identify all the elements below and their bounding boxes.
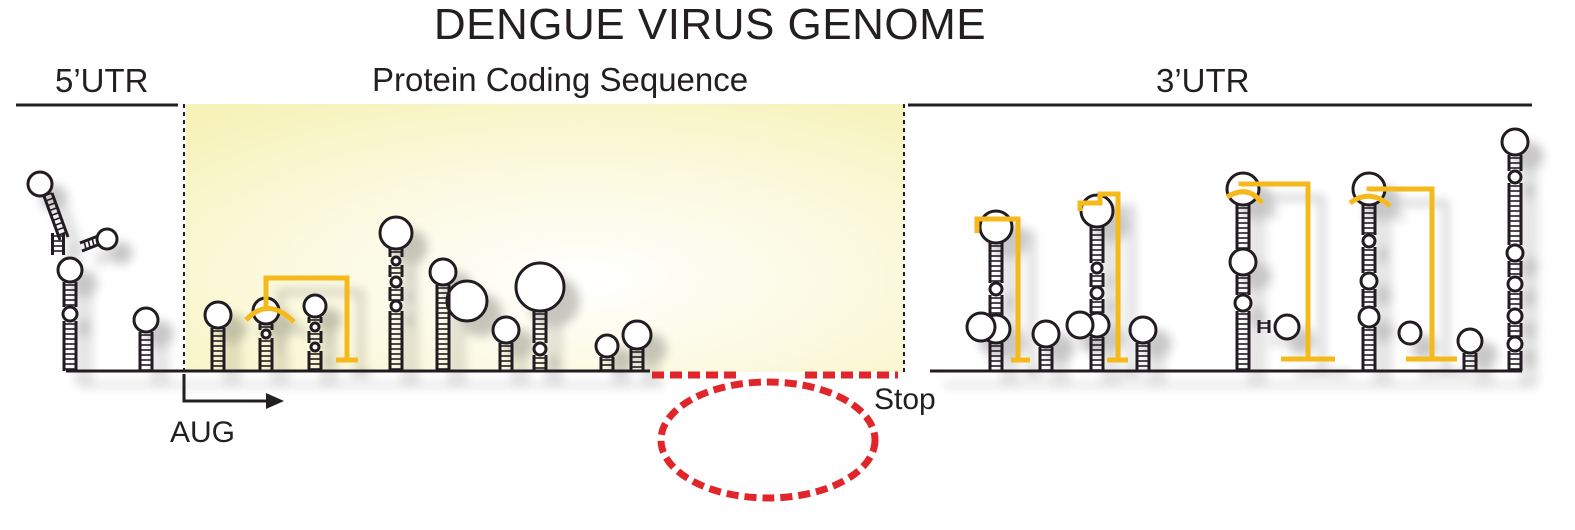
cds-pseudoknot-arc bbox=[244, 306, 296, 324]
sla-side-rung bbox=[87, 239, 91, 248]
cds-chp-bulge bbox=[260, 328, 272, 340]
utr3-sl-bulge bbox=[1507, 169, 1523, 185]
utr3-pk2 bbox=[1077, 191, 1121, 360]
sla-arm-rung bbox=[47, 202, 56, 207]
utr3-pk3-bracket bbox=[1238, 181, 1311, 359]
coding-sequence-label: Protein Coding Sequence bbox=[372, 61, 749, 98]
sla-arm-rung bbox=[56, 226, 65, 231]
cds-hp4-bulge bbox=[389, 275, 403, 289]
utr3-db1-bulge bbox=[1233, 293, 1253, 313]
utr3-pk4-arc bbox=[1348, 193, 1392, 208]
sla-arm-rung bbox=[43, 192, 53, 197]
utr3-hp3-bulge bbox=[1089, 285, 1105, 301]
utr3-hp3-side bbox=[1065, 310, 1095, 340]
rna-structures bbox=[26, 127, 1530, 373]
cds-hp3-bulge bbox=[309, 321, 321, 333]
cds-hp5-side-loop bbox=[445, 279, 489, 323]
utr3-pk4-bracket bbox=[1366, 186, 1435, 359]
utr3-pk1 bbox=[974, 216, 1021, 360]
slb-loop bbox=[132, 306, 160, 334]
utr3-hp3-bulge bbox=[1090, 261, 1104, 275]
cds-hp3-loop bbox=[302, 293, 328, 319]
cds-hp4-loop bbox=[378, 215, 414, 251]
utr3-hp5-loop bbox=[1456, 327, 1484, 355]
utr3-hp1-bulge bbox=[988, 281, 1004, 297]
utr3-sl-bulge bbox=[1506, 307, 1524, 325]
genome-cyclization-loop bbox=[652, 371, 898, 502]
sla-arm-rail bbox=[42, 192, 70, 241]
cds-hp3-bulge bbox=[309, 341, 321, 353]
cds-hp7-bulge bbox=[532, 341, 548, 357]
utr3-pk3-arc bbox=[1225, 189, 1265, 205]
utr3-db1-bulge bbox=[1228, 247, 1258, 277]
sla-side-rung bbox=[91, 237, 95, 246]
aug-arrow bbox=[182, 374, 284, 409]
cds-hp4-bulge bbox=[389, 299, 403, 313]
utr3-db1-loop bbox=[1225, 171, 1261, 207]
sla-bulge bbox=[61, 305, 79, 323]
utr3-hp2-loop bbox=[1031, 319, 1061, 349]
stop-codon-label: Stop bbox=[874, 383, 936, 416]
cds-hp5-loop bbox=[428, 257, 458, 287]
utr3-hp4-loop bbox=[1128, 315, 1158, 345]
sla-top-loop bbox=[26, 170, 54, 198]
utr3-db2-bulge bbox=[1357, 305, 1381, 329]
sla-side-rung bbox=[83, 240, 87, 250]
cds-hp1-loop bbox=[203, 300, 233, 330]
utr3-sl-bulge bbox=[1506, 335, 1524, 353]
utr3-hp1-loop bbox=[978, 209, 1014, 245]
sla-side-rail bbox=[79, 234, 101, 253]
utr3-db2-side-loop bbox=[1397, 320, 1423, 346]
utr5-label: 5’UTR bbox=[55, 62, 149, 99]
utr3-sl-bulge bbox=[1506, 275, 1524, 293]
cds-hp4-bulge bbox=[390, 255, 402, 267]
sla-loop bbox=[56, 256, 84, 284]
aug-start-codon-label: AUG bbox=[170, 416, 236, 449]
cds-hp7-loop bbox=[514, 261, 566, 313]
diagram-title: DENGUE VIRUS GENOME bbox=[433, 0, 987, 49]
cds-hp8-loop bbox=[594, 333, 620, 359]
sla-arm-rung bbox=[57, 231, 67, 236]
sla-arm-rung bbox=[52, 216, 62, 222]
cds-hp9-loop bbox=[621, 319, 653, 351]
cds-pseudoknot-bracket bbox=[263, 275, 350, 360]
utr3-label: 3’UTR bbox=[1156, 62, 1250, 99]
sla-arm-rung bbox=[54, 221, 63, 227]
sla-arm-rung bbox=[50, 211, 60, 217]
utr3-hp3-loop bbox=[1079, 193, 1115, 229]
utr3-sl-loop bbox=[1500, 127, 1530, 157]
utr3-hp1-side bbox=[965, 311, 997, 343]
utr3-db2-bulge bbox=[1361, 233, 1377, 249]
sla-arm-rung bbox=[45, 197, 55, 202]
utr3-db2-bulge bbox=[1359, 271, 1379, 291]
utr3-db1-side-loop bbox=[1273, 313, 1301, 341]
cds-hp6-loop bbox=[491, 315, 521, 345]
sla-side-loop bbox=[95, 227, 119, 251]
utr3-sl-bulge bbox=[1505, 243, 1525, 263]
sla-arm-rung bbox=[49, 206, 58, 212]
